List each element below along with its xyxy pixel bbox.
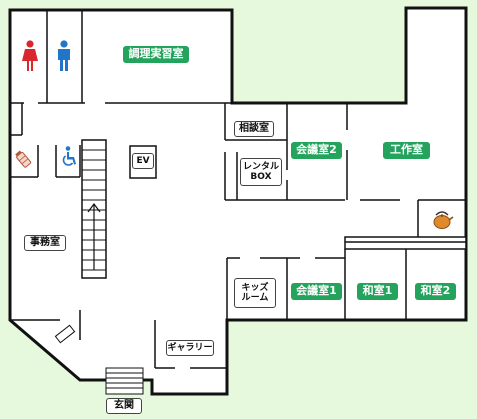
room-label-kids-line-1: キッズ bbox=[241, 282, 269, 293]
stair-treads bbox=[82, 149, 106, 271]
building-outline bbox=[8, 6, 468, 396]
room-label-entrance: 玄関 bbox=[106, 398, 142, 414]
interior-walls bbox=[10, 10, 467, 369]
door-mat bbox=[54, 324, 76, 344]
tea-kettle-icon bbox=[433, 211, 454, 229]
room-label-rental-line-1: レンタル bbox=[242, 161, 279, 172]
room-label-meeting-2: 会議室2 bbox=[291, 142, 342, 159]
room-label-meeting-1: 会議室1 bbox=[291, 283, 342, 300]
room-label-washitsu-1: 和室1 bbox=[357, 283, 398, 300]
baby-bottle-icon bbox=[15, 150, 32, 168]
wheelchair-icon bbox=[62, 146, 76, 166]
male-toilet-icon bbox=[58, 40, 70, 71]
room-label-kids-room: キッズ ルーム bbox=[234, 278, 276, 308]
room-label-kids-line-2: ルーム bbox=[241, 293, 269, 303]
entrance-steps bbox=[105, 367, 144, 395]
room-label-washitsu-2: 和室2 bbox=[415, 283, 456, 300]
room-label-consult: 相談室 bbox=[234, 121, 274, 137]
room-label-rental-line-2: BOX bbox=[250, 172, 272, 182]
room-label-workshop: 工作室 bbox=[383, 142, 430, 159]
female-toilet-icon bbox=[22, 40, 38, 71]
stair-arrow bbox=[87, 203, 101, 270]
room-label-gallery: ギャラリー bbox=[166, 340, 214, 356]
room-label-cooking: 調理実習室 bbox=[123, 46, 189, 63]
room-label-rental-box: レンタル BOX bbox=[240, 158, 282, 186]
room-label-ev: EV bbox=[132, 153, 154, 169]
room-label-office: 事務室 bbox=[24, 235, 66, 251]
